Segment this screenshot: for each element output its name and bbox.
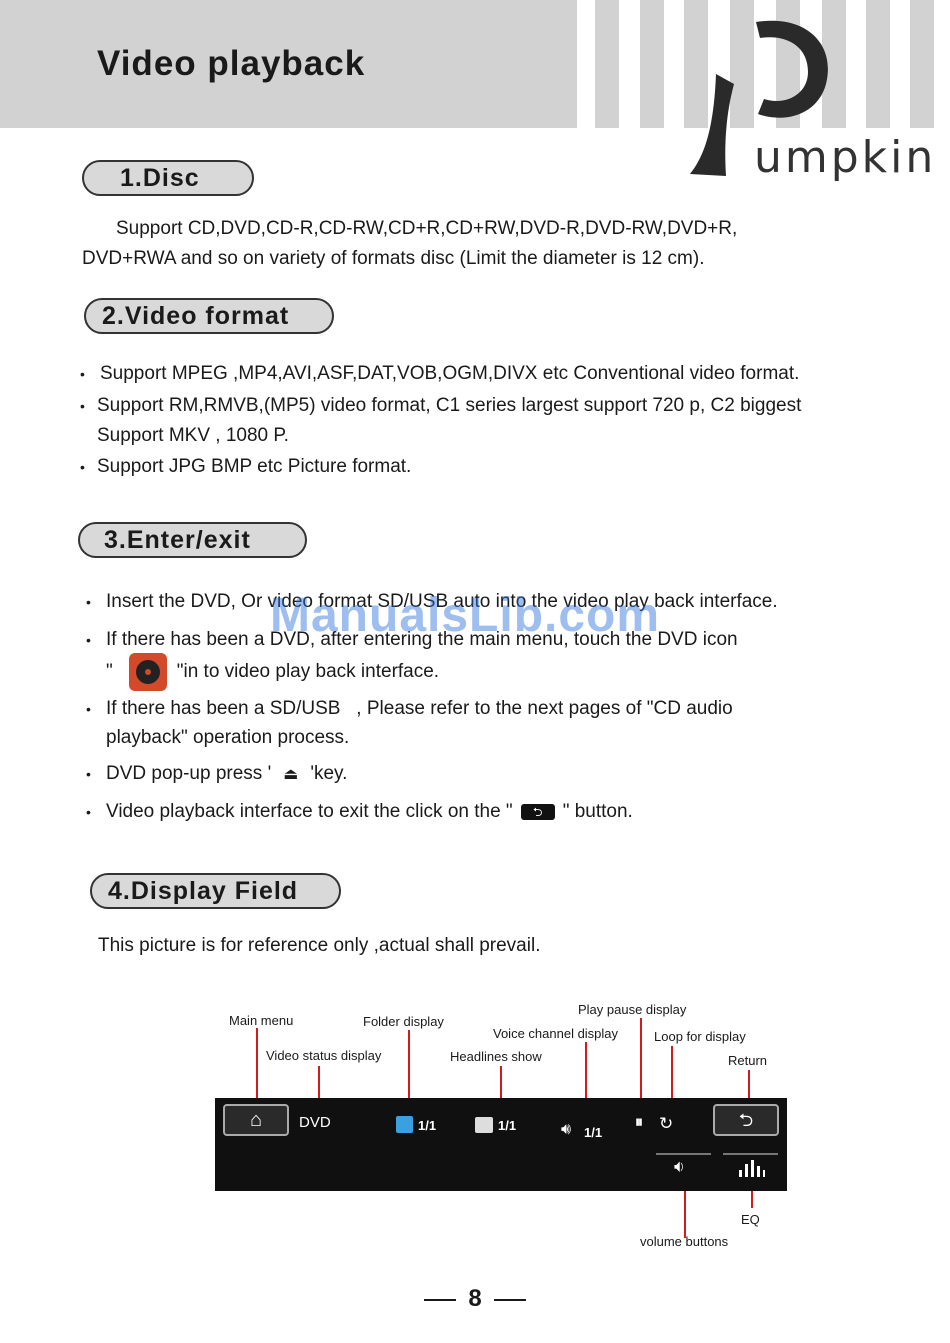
leader-line xyxy=(408,1030,410,1118)
video-format-bullet2-line2: Support MKV , 1080 P. xyxy=(97,425,289,446)
text-fragment: Video playback interface to exit the cli… xyxy=(106,801,513,822)
folder-icon xyxy=(396,1116,413,1133)
pumpkin-logo-icon xyxy=(690,20,828,176)
enter-exit-bullet5: Video playback interface to exit the cli… xyxy=(106,797,633,827)
leader-line xyxy=(585,1042,587,1132)
header-stripe xyxy=(684,0,708,128)
header-stripe xyxy=(910,0,934,128)
header-stripe xyxy=(595,0,619,128)
separator xyxy=(656,1153,711,1155)
bullet: • xyxy=(80,459,85,475)
leader-line xyxy=(684,1160,686,1238)
enter-exit-bullet3-line1: If there has been a SD/USB , Please refe… xyxy=(106,698,733,719)
volume-button[interactable]: 🔉︎ xyxy=(674,1157,685,1176)
return-button[interactable]: ⮌ xyxy=(713,1104,779,1136)
callout-volume: volume buttons xyxy=(640,1234,729,1249)
page-number: 8 xyxy=(0,1285,950,1313)
separator xyxy=(723,1153,778,1155)
callout-loop: Loop for display xyxy=(654,1029,746,1044)
header-stripe xyxy=(640,0,664,128)
text-fragment: " button. xyxy=(562,801,633,822)
header-stripe xyxy=(730,0,754,128)
page-number-value: 8 xyxy=(468,1285,482,1312)
bullet: • xyxy=(80,398,85,414)
text-fragment: " xyxy=(106,661,113,683)
bullet: • xyxy=(86,632,91,648)
leader-line xyxy=(318,1066,320,1116)
bullet: • xyxy=(86,594,91,610)
bullet: • xyxy=(86,766,91,782)
callout-eq: EQ xyxy=(741,1212,760,1227)
disc-text-line1: Support CD,DVD,CD-R,CD-RW,CD+R,CD+RW,DVD… xyxy=(116,218,738,239)
leader-line xyxy=(500,1066,502,1120)
callout-headlines: Headlines show xyxy=(450,1049,542,1064)
enter-exit-bullet2-line2: " "in to video play back interface. xyxy=(106,653,439,691)
eq-button[interactable] xyxy=(738,1158,766,1178)
bullet: • xyxy=(86,701,91,717)
pause-icon[interactable]: ⏸︎ xyxy=(635,1114,644,1131)
video-status: DVD xyxy=(299,1114,331,1131)
title-count: 1/1 xyxy=(498,1118,517,1133)
callout-video-status: Video status display xyxy=(266,1048,382,1063)
section-heading-disc: 1.Disc xyxy=(82,160,254,196)
video-format-bullet3: Support JPG BMP etc Picture format. xyxy=(97,456,412,477)
return-icon: ⮌ xyxy=(520,803,555,820)
disc-text-line2: DVD+RWA and so on variety of formats dis… xyxy=(82,248,705,269)
video-format-bullet1: Support MPEG ,MP4,AVI,ASF,DAT,VOB,OGM,DI… xyxy=(100,363,800,384)
text-fragment: DVD pop-up press ' xyxy=(106,763,272,784)
loop-icon[interactable]: ↻ xyxy=(659,1114,674,1133)
callout-play-pause: Play pause display xyxy=(578,1002,687,1017)
header-stripe xyxy=(866,0,890,128)
section-heading-display-field: 4.Display Field xyxy=(90,873,341,909)
bullet: • xyxy=(80,366,85,382)
home-button[interactable]: ⌂ xyxy=(223,1104,289,1136)
return-arrow-icon: ⮌ xyxy=(738,1110,754,1130)
leader-line xyxy=(671,1046,673,1118)
dash xyxy=(424,1298,457,1301)
callout-voice-channel: Voice channel display xyxy=(493,1026,619,1041)
enter-exit-bullet2-line1: If there has been a DVD, after entering … xyxy=(106,629,738,650)
section-heading-enter-exit: 3.Enter/exit xyxy=(78,522,307,558)
channel-count: 1/1 xyxy=(584,1125,603,1140)
speaker-icon: 🔊︎ xyxy=(561,1121,572,1138)
enter-exit-bullet4: DVD pop-up press ' ⏏ 'key. xyxy=(106,759,347,790)
leader-line xyxy=(256,1028,258,1120)
text-fragment: 'key. xyxy=(310,763,348,784)
callout-main-menu: Main menu xyxy=(229,1013,294,1028)
folder-count: 1/1 xyxy=(418,1118,437,1133)
eject-icon: ⏏ xyxy=(283,766,299,783)
clapper-icon xyxy=(475,1117,493,1133)
enter-exit-bullet3-line2: playback" operation process. xyxy=(106,727,350,748)
header-band xyxy=(0,0,577,128)
display-bar xyxy=(215,1098,787,1191)
callout-folder: Folder display xyxy=(363,1014,444,1029)
bullet: • xyxy=(86,804,91,820)
video-format-bullet2-line1: Support RM,RMVB,(MP5) video format, C1 s… xyxy=(97,395,802,416)
dvd-icon xyxy=(128,653,167,691)
enter-exit-bullet1: Insert the DVD, Or video format SD/USB a… xyxy=(106,591,778,612)
home-icon: ⌂ xyxy=(249,1109,263,1131)
display-field-note: This picture is for reference only ,actu… xyxy=(98,935,541,956)
callout-return: Return xyxy=(728,1053,768,1068)
leader-line xyxy=(748,1070,750,1118)
page-title: Video playback xyxy=(97,44,366,83)
logo-text: umpkin xyxy=(754,132,937,183)
watermark: ManualsLib.com xyxy=(270,589,661,642)
text-fragment: "in to video play back interface. xyxy=(176,661,440,683)
leader-line xyxy=(640,1018,642,1120)
section-heading-video-format: 2.Video format xyxy=(84,298,334,334)
dash xyxy=(493,1298,526,1301)
